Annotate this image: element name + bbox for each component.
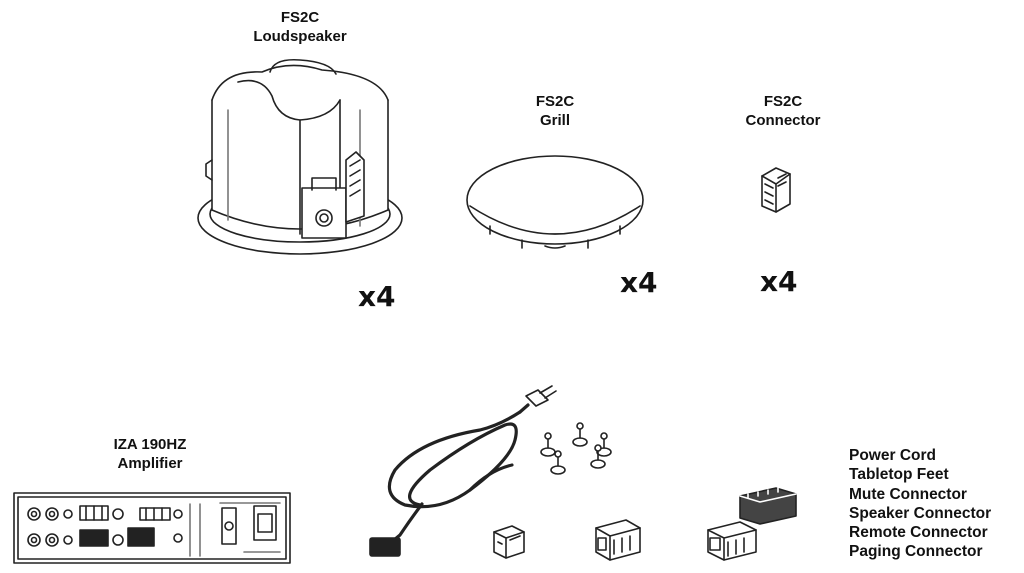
connector-model: FS2C	[763, 93, 803, 110]
amplifier-label: IZA 190HZ Amplifier	[80, 435, 220, 473]
accessory-item: Mute Connector	[849, 485, 967, 503]
speaker-quantity: x4	[358, 280, 396, 313]
grill-quantity: x4	[620, 266, 658, 299]
fs2c-connector-illustration	[761, 167, 791, 213]
power-cord-illustration	[369, 385, 557, 557]
accessory-list: Power Cord Tabletop Feet Mute Connector …	[849, 446, 991, 562]
connector-name: Connector	[745, 112, 821, 129]
speaker-connector-illustration	[595, 519, 641, 561]
connector-quantity: x4	[760, 265, 798, 298]
tabletop-feet-illustration	[540, 422, 612, 475]
speaker-name: Loudspeaker	[253, 28, 347, 45]
amplifier-name: Amplifier	[117, 455, 183, 472]
accessory-item: Paging Connector	[849, 543, 983, 561]
grill-label: FS2C Grill	[505, 92, 605, 130]
connector-label: FS2C Connector	[728, 92, 838, 130]
accessory-item: Tabletop Feet	[849, 466, 949, 484]
grill-model: FS2C	[535, 93, 575, 110]
accessory-item: Speaker Connector	[849, 504, 992, 522]
amplifier-model: IZA 190HZ	[113, 436, 187, 453]
grill-name: Grill	[539, 112, 570, 129]
loudspeaker-illustration	[197, 58, 403, 255]
amplifier-illustration	[13, 492, 291, 564]
mute-connector-illustration	[493, 525, 525, 559]
accessory-item: Remote Connector	[849, 524, 988, 542]
grill-illustration	[466, 155, 644, 249]
remote-connector-illustration	[707, 521, 757, 561]
speaker-model: FS2C	[280, 9, 320, 26]
accessory-item: Power Cord	[849, 447, 936, 464]
speaker-label: FS2C Loudspeaker	[230, 8, 370, 46]
paging-connector-illustration	[739, 487, 797, 525]
